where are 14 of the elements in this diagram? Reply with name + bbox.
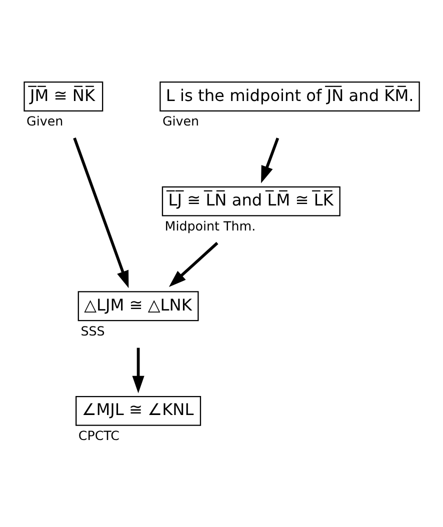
node-box: ∠MJL ≅ ∠KNL xyxy=(76,396,202,426)
arrow xyxy=(261,138,280,184)
node-box: J̅M̅ ≅ N̅K̅ xyxy=(24,82,104,112)
node-box: L̅J̅ ≅ L̅N̅ and L̅M̅ ≅ L̅K̅ xyxy=(162,186,340,216)
arrow xyxy=(73,138,129,288)
node-label: CPCTC xyxy=(78,428,120,444)
arrow xyxy=(168,242,218,287)
node-label: Given xyxy=(162,114,200,129)
node-label: Given xyxy=(26,114,64,129)
node-label: Midpoint Thm. xyxy=(164,218,256,234)
node-label: SSS xyxy=(80,323,105,338)
node-box: L is the midpoint of J̅N̅ and K̅M̅. xyxy=(160,82,420,112)
node-box: △LJM ≅ △LNK xyxy=(78,291,199,322)
arrow xyxy=(132,348,144,394)
